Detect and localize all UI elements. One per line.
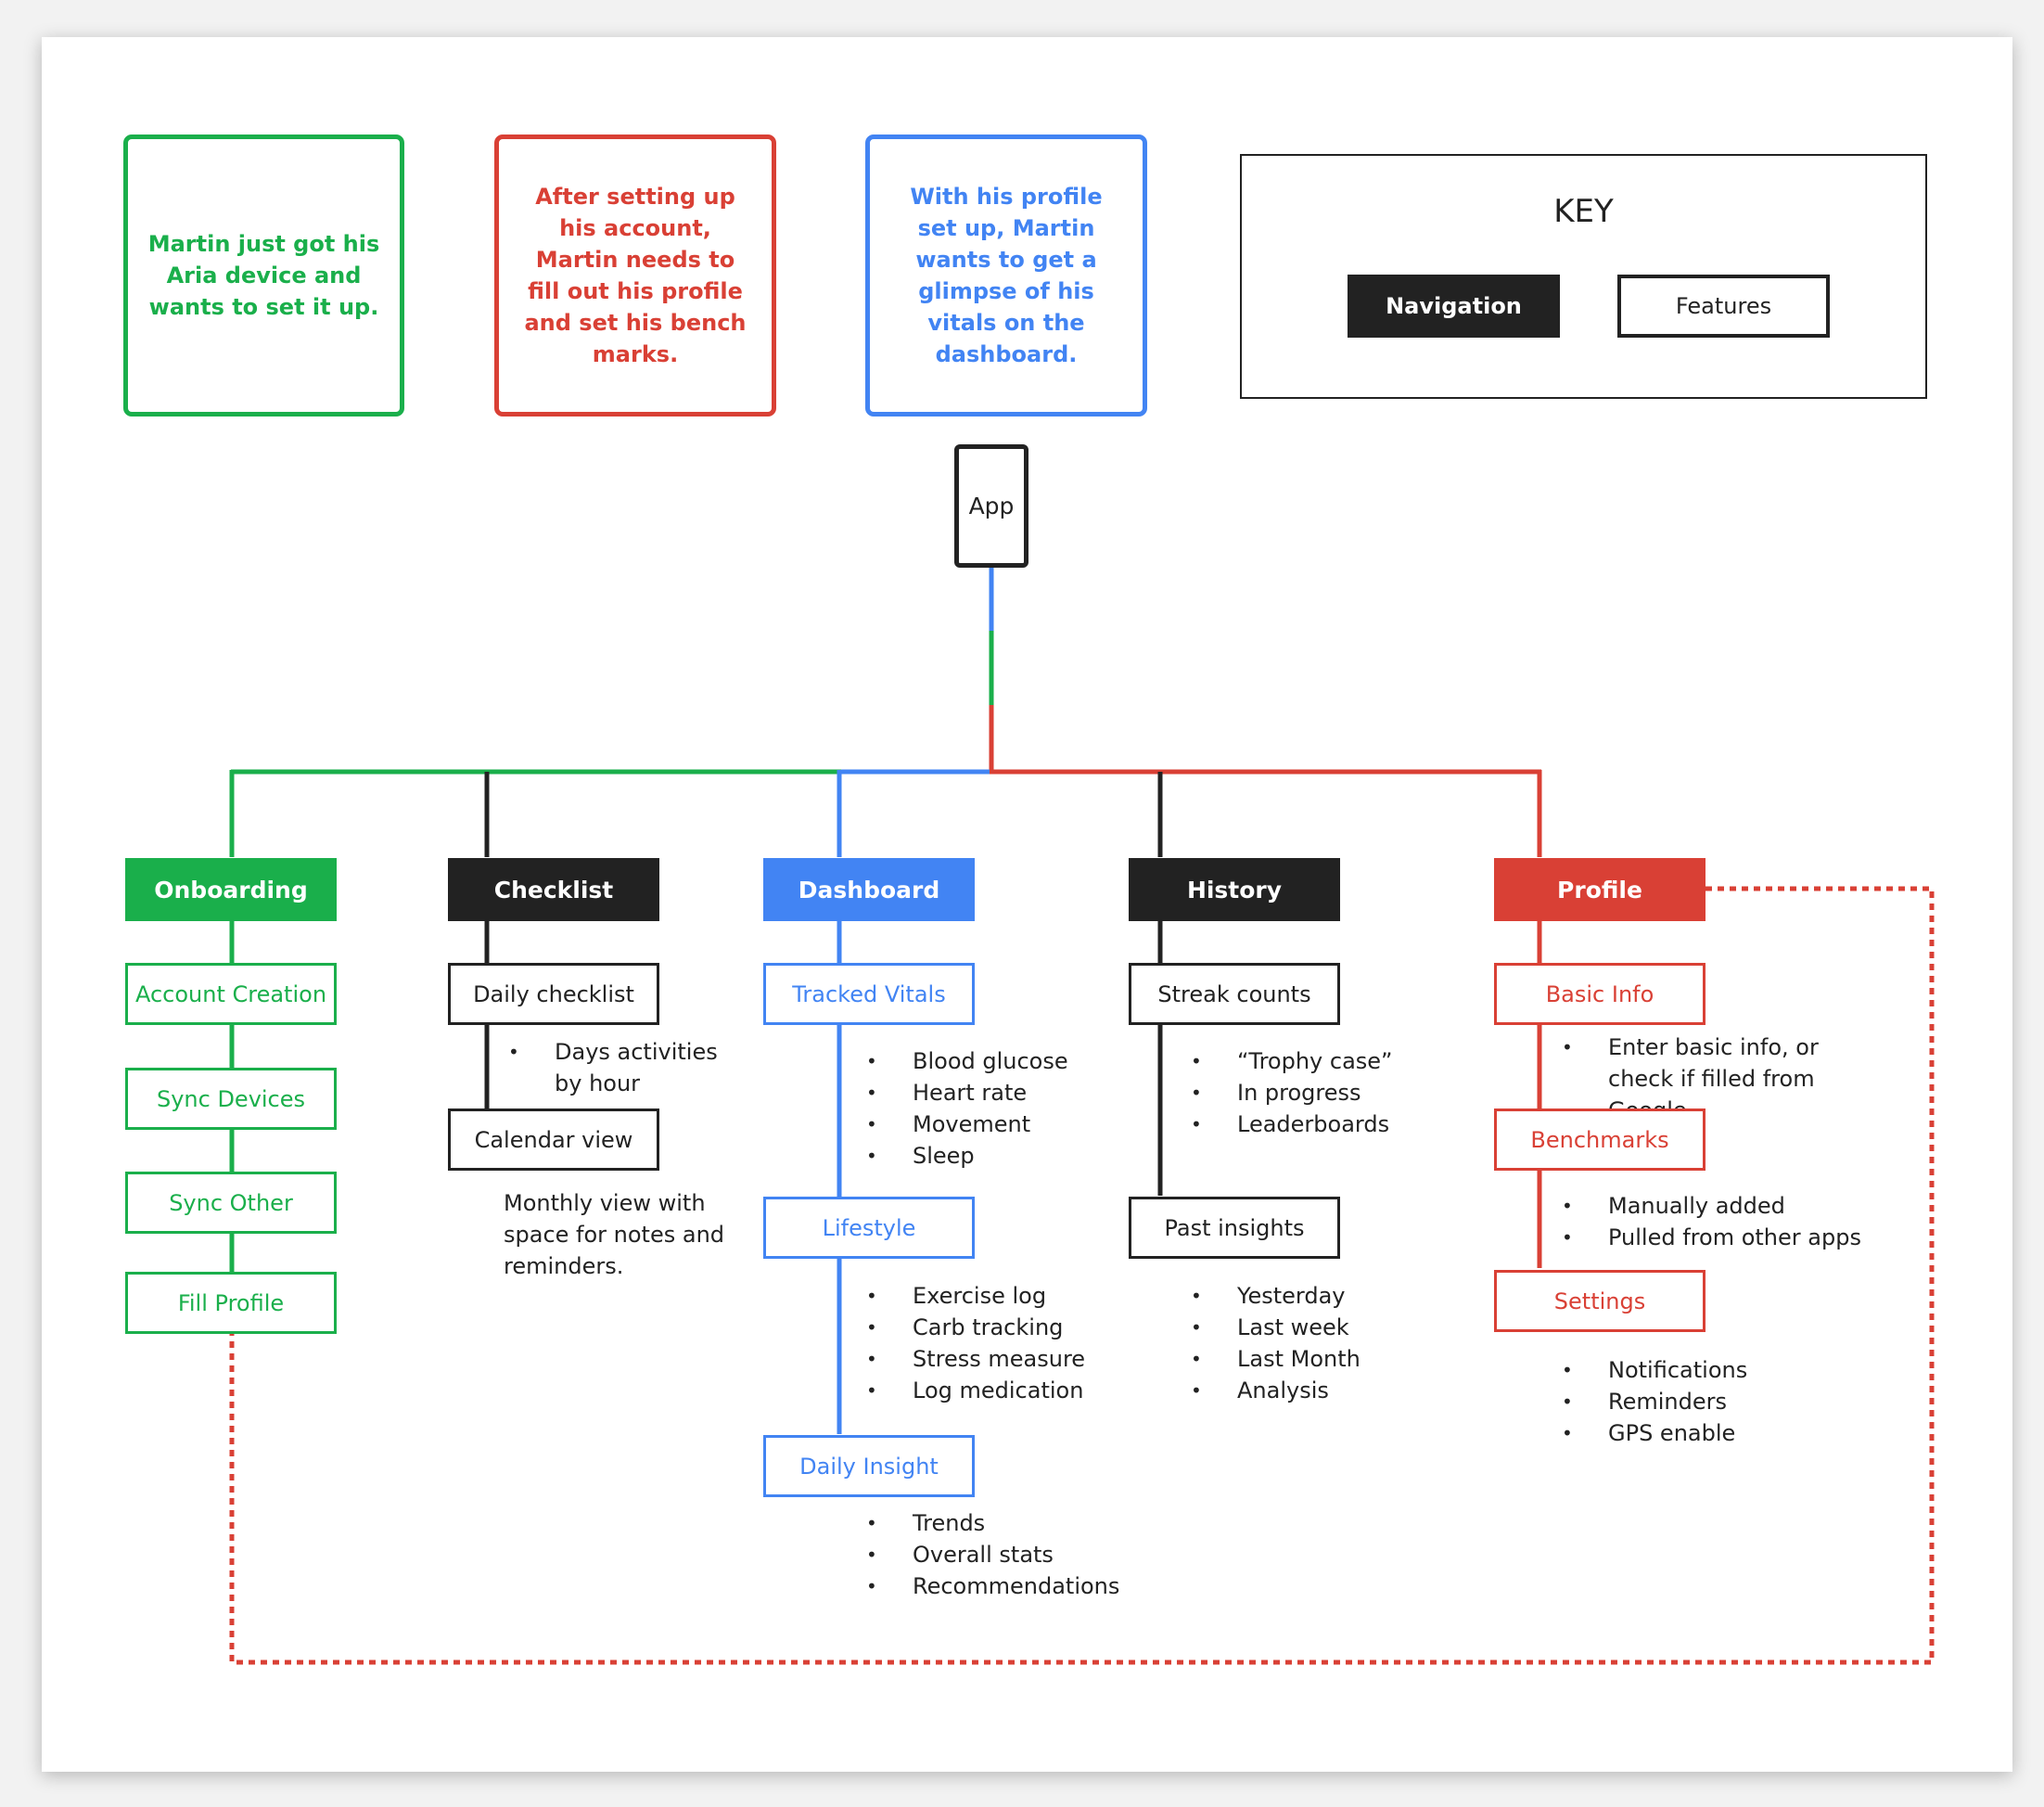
list-item: Reminders: [1562, 1386, 1877, 1417]
feature-settings-label: Settings: [1553, 1288, 1646, 1314]
settings-bullets: Notifications Reminders GPS enable: [1562, 1354, 1877, 1449]
feature-lifestyle-label: Lifestyle: [822, 1214, 916, 1241]
legend-features-label: Features: [1675, 293, 1772, 319]
nav-history[interactable]: History: [1129, 858, 1340, 921]
legend-box: KEY Navigation Features: [1240, 154, 1927, 399]
feature-daily-insight-label: Daily Insight: [799, 1453, 939, 1480]
nav-checklist-label: Checklist: [493, 876, 614, 904]
list-item: Leaderboards: [1191, 1109, 1432, 1140]
list-item: In progress: [1191, 1077, 1432, 1109]
feature-sync-other[interactable]: Sync Other: [125, 1172, 337, 1234]
nav-dashboard-label: Dashboard: [798, 876, 940, 904]
legend-title: KEY: [1553, 193, 1614, 230]
list-item: Last Month: [1191, 1343, 1432, 1375]
feature-basic-info-label: Basic Info: [1545, 980, 1654, 1007]
persona-profile: After setting up his account, Martin nee…: [494, 135, 776, 417]
feature-sync-devices-label: Sync Devices: [156, 1085, 306, 1112]
feature-daily-insight[interactable]: Daily Insight: [763, 1435, 975, 1497]
persona-dashboard-text: With his profile set up, Martin wants to…: [910, 184, 1103, 367]
nav-onboarding[interactable]: Onboarding: [125, 858, 337, 921]
feature-calendar-view[interactable]: Calendar view: [448, 1109, 659, 1171]
feature-account-creation-label: Account Creation: [134, 980, 327, 1007]
feature-fill-profile-label: Fill Profile: [177, 1289, 285, 1316]
feature-streak-counts-label: Streak counts: [1157, 980, 1311, 1007]
benchmarks-bullets: Manually added Pulled from other apps: [1562, 1190, 1877, 1253]
nav-profile[interactable]: Profile: [1494, 858, 1705, 921]
calendar-view-note: Monthly view with space for notes and re…: [504, 1190, 725, 1279]
feature-tracked-vitals[interactable]: Tracked Vitals: [763, 963, 975, 1025]
list-item: Carb tracking: [866, 1312, 1107, 1343]
feature-streak-counts[interactable]: Streak counts: [1129, 963, 1340, 1025]
persona-dashboard: With his profile set up, Martin wants to…: [865, 135, 1147, 417]
feature-calendar-view-label: Calendar view: [474, 1126, 633, 1153]
feature-account-creation[interactable]: Account Creation: [125, 963, 337, 1025]
list-item: Days activities by hour: [508, 1036, 749, 1099]
feature-past-insights-label: Past insights: [1164, 1214, 1305, 1241]
list-item: Stress measure: [866, 1343, 1107, 1375]
feature-sync-devices[interactable]: Sync Devices: [125, 1068, 337, 1130]
persona-onboarding: Martin just got his Aria device and want…: [123, 135, 404, 417]
list-item: Exercise log: [866, 1280, 1107, 1312]
legend-navigation: Navigation: [1348, 275, 1560, 338]
list-item: Analysis: [1191, 1375, 1432, 1406]
feature-fill-profile[interactable]: Fill Profile: [125, 1272, 337, 1334]
feature-basic-info[interactable]: Basic Info: [1494, 963, 1705, 1025]
nav-history-label: History: [1186, 876, 1283, 904]
list-item: Notifications: [1562, 1354, 1877, 1386]
list-item: Recommendations: [866, 1570, 1144, 1602]
list-item: Trends: [866, 1507, 1144, 1539]
legend-features: Features: [1617, 275, 1830, 338]
daily-insight-bullets: Trends Overall stats Recommendations: [866, 1507, 1144, 1602]
feature-past-insights[interactable]: Past insights: [1129, 1197, 1340, 1259]
feature-lifestyle[interactable]: Lifestyle: [763, 1197, 975, 1259]
feature-daily-checklist-label: Daily checklist: [473, 980, 634, 1007]
streak-counts-bullets: “Trophy case” In progress Leaderboards: [1191, 1045, 1432, 1140]
list-item: Sleep: [866, 1140, 1107, 1172]
list-item: Last week: [1191, 1312, 1432, 1343]
list-item: GPS enable: [1562, 1417, 1877, 1449]
feature-benchmarks-label: Benchmarks: [1530, 1126, 1669, 1153]
list-item: Log medication: [866, 1375, 1107, 1406]
feature-benchmarks[interactable]: Benchmarks: [1494, 1109, 1705, 1171]
list-item: Manually added: [1562, 1190, 1877, 1222]
app-label: App: [968, 493, 1015, 519]
past-insights-bullets: Yesterday Last week Last Month Analysis: [1191, 1280, 1432, 1406]
nav-profile-label: Profile: [1557, 876, 1642, 904]
list-item: Blood glucose: [866, 1045, 1107, 1077]
daily-checklist-bullets: Days activities by hour: [508, 1036, 749, 1099]
persona-profile-text: After setting up his account, Martin nee…: [524, 184, 747, 367]
feature-sync-other-label: Sync Other: [169, 1189, 293, 1216]
feature-tracked-vitals-label: Tracked Vitals: [792, 980, 946, 1007]
app-node[interactable]: App: [954, 444, 1028, 568]
legend-navigation-label: Navigation: [1386, 293, 1522, 319]
list-item: Overall stats: [866, 1539, 1144, 1570]
list-item: Pulled from other apps: [1562, 1222, 1877, 1253]
tracked-vitals-bullets: Blood glucose Heart rate Movement Sleep: [866, 1045, 1107, 1172]
dotted-loop: [229, 886, 1935, 1665]
lifestyle-bullets: Exercise log Carb tracking Stress measur…: [866, 1280, 1107, 1406]
feature-daily-checklist[interactable]: Daily checklist: [448, 963, 659, 1025]
list-item: “Trophy case”: [1191, 1045, 1432, 1077]
list-item: Yesterday: [1191, 1280, 1432, 1312]
nav-dashboard[interactable]: Dashboard: [763, 858, 975, 921]
list-item: Heart rate: [866, 1077, 1107, 1109]
feature-settings[interactable]: Settings: [1494, 1270, 1705, 1332]
persona-onboarding-text: Martin just got his Aria device and want…: [147, 231, 380, 320]
nav-onboarding-label: Onboarding: [154, 876, 308, 904]
nav-checklist[interactable]: Checklist: [448, 858, 659, 921]
list-item: Movement: [866, 1109, 1107, 1140]
